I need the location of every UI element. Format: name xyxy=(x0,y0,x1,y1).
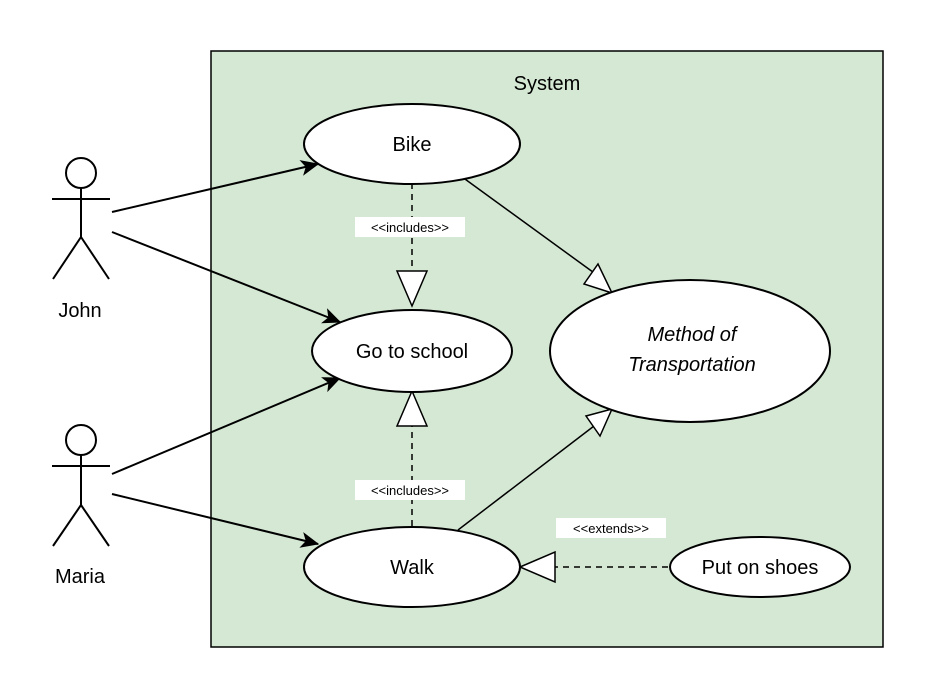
use-case-method-label-line1: Method of xyxy=(648,324,739,346)
include-top-label-bg xyxy=(355,217,465,237)
use-case-bike[interactable] xyxy=(303,103,521,185)
system-label: System xyxy=(514,73,581,95)
generalization-walk-method xyxy=(457,407,614,531)
association-maria-go-to-school xyxy=(111,377,342,475)
actor-john[interactable] xyxy=(52,157,110,280)
use-case-put-on-shoes[interactable] xyxy=(669,536,851,598)
include-bottom-label: <<includes>> xyxy=(371,483,449,498)
association-john-go-to-school xyxy=(111,231,342,324)
use-case-walk[interactable] xyxy=(303,526,521,608)
use-case-go-to-school[interactable] xyxy=(311,309,513,393)
use-case-method-label-line2: Transportation xyxy=(628,354,755,376)
association-john-bike xyxy=(111,160,320,213)
generalization-bike-method xyxy=(457,173,614,295)
association-maria-walk xyxy=(111,493,320,548)
include-top-label: <<includes>> xyxy=(371,220,449,235)
extend-put-on-shoes-walk xyxy=(518,550,668,584)
actor-john-label: John xyxy=(58,300,101,322)
actor-maria[interactable] xyxy=(52,424,110,547)
actor-maria-label: Maria xyxy=(55,566,106,588)
use-case-go-to-school-label: Go to school xyxy=(356,341,468,363)
use-case-put-on-shoes-label: Put on shoes xyxy=(702,557,819,579)
include-bottom-label-bg xyxy=(355,480,465,500)
use-case-method-of-transportation[interactable] xyxy=(549,279,831,423)
extend-label: <<extends>> xyxy=(573,521,649,536)
extend-label-bg xyxy=(556,518,666,538)
use-case-walk-label: Walk xyxy=(390,557,435,579)
use-case-bike-label: Bike xyxy=(393,134,432,156)
include-walk-go-to-school xyxy=(395,389,429,526)
